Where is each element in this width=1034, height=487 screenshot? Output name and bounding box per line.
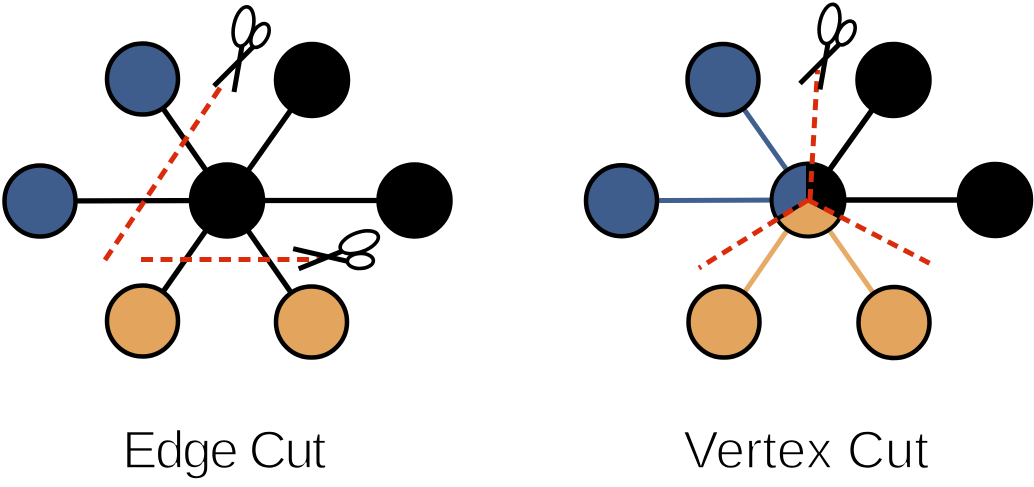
- svg-text:Edge Cut: Edge Cut: [122, 421, 326, 480]
- svg-text:Vertex Cut: Vertex Cut: [683, 421, 929, 480]
